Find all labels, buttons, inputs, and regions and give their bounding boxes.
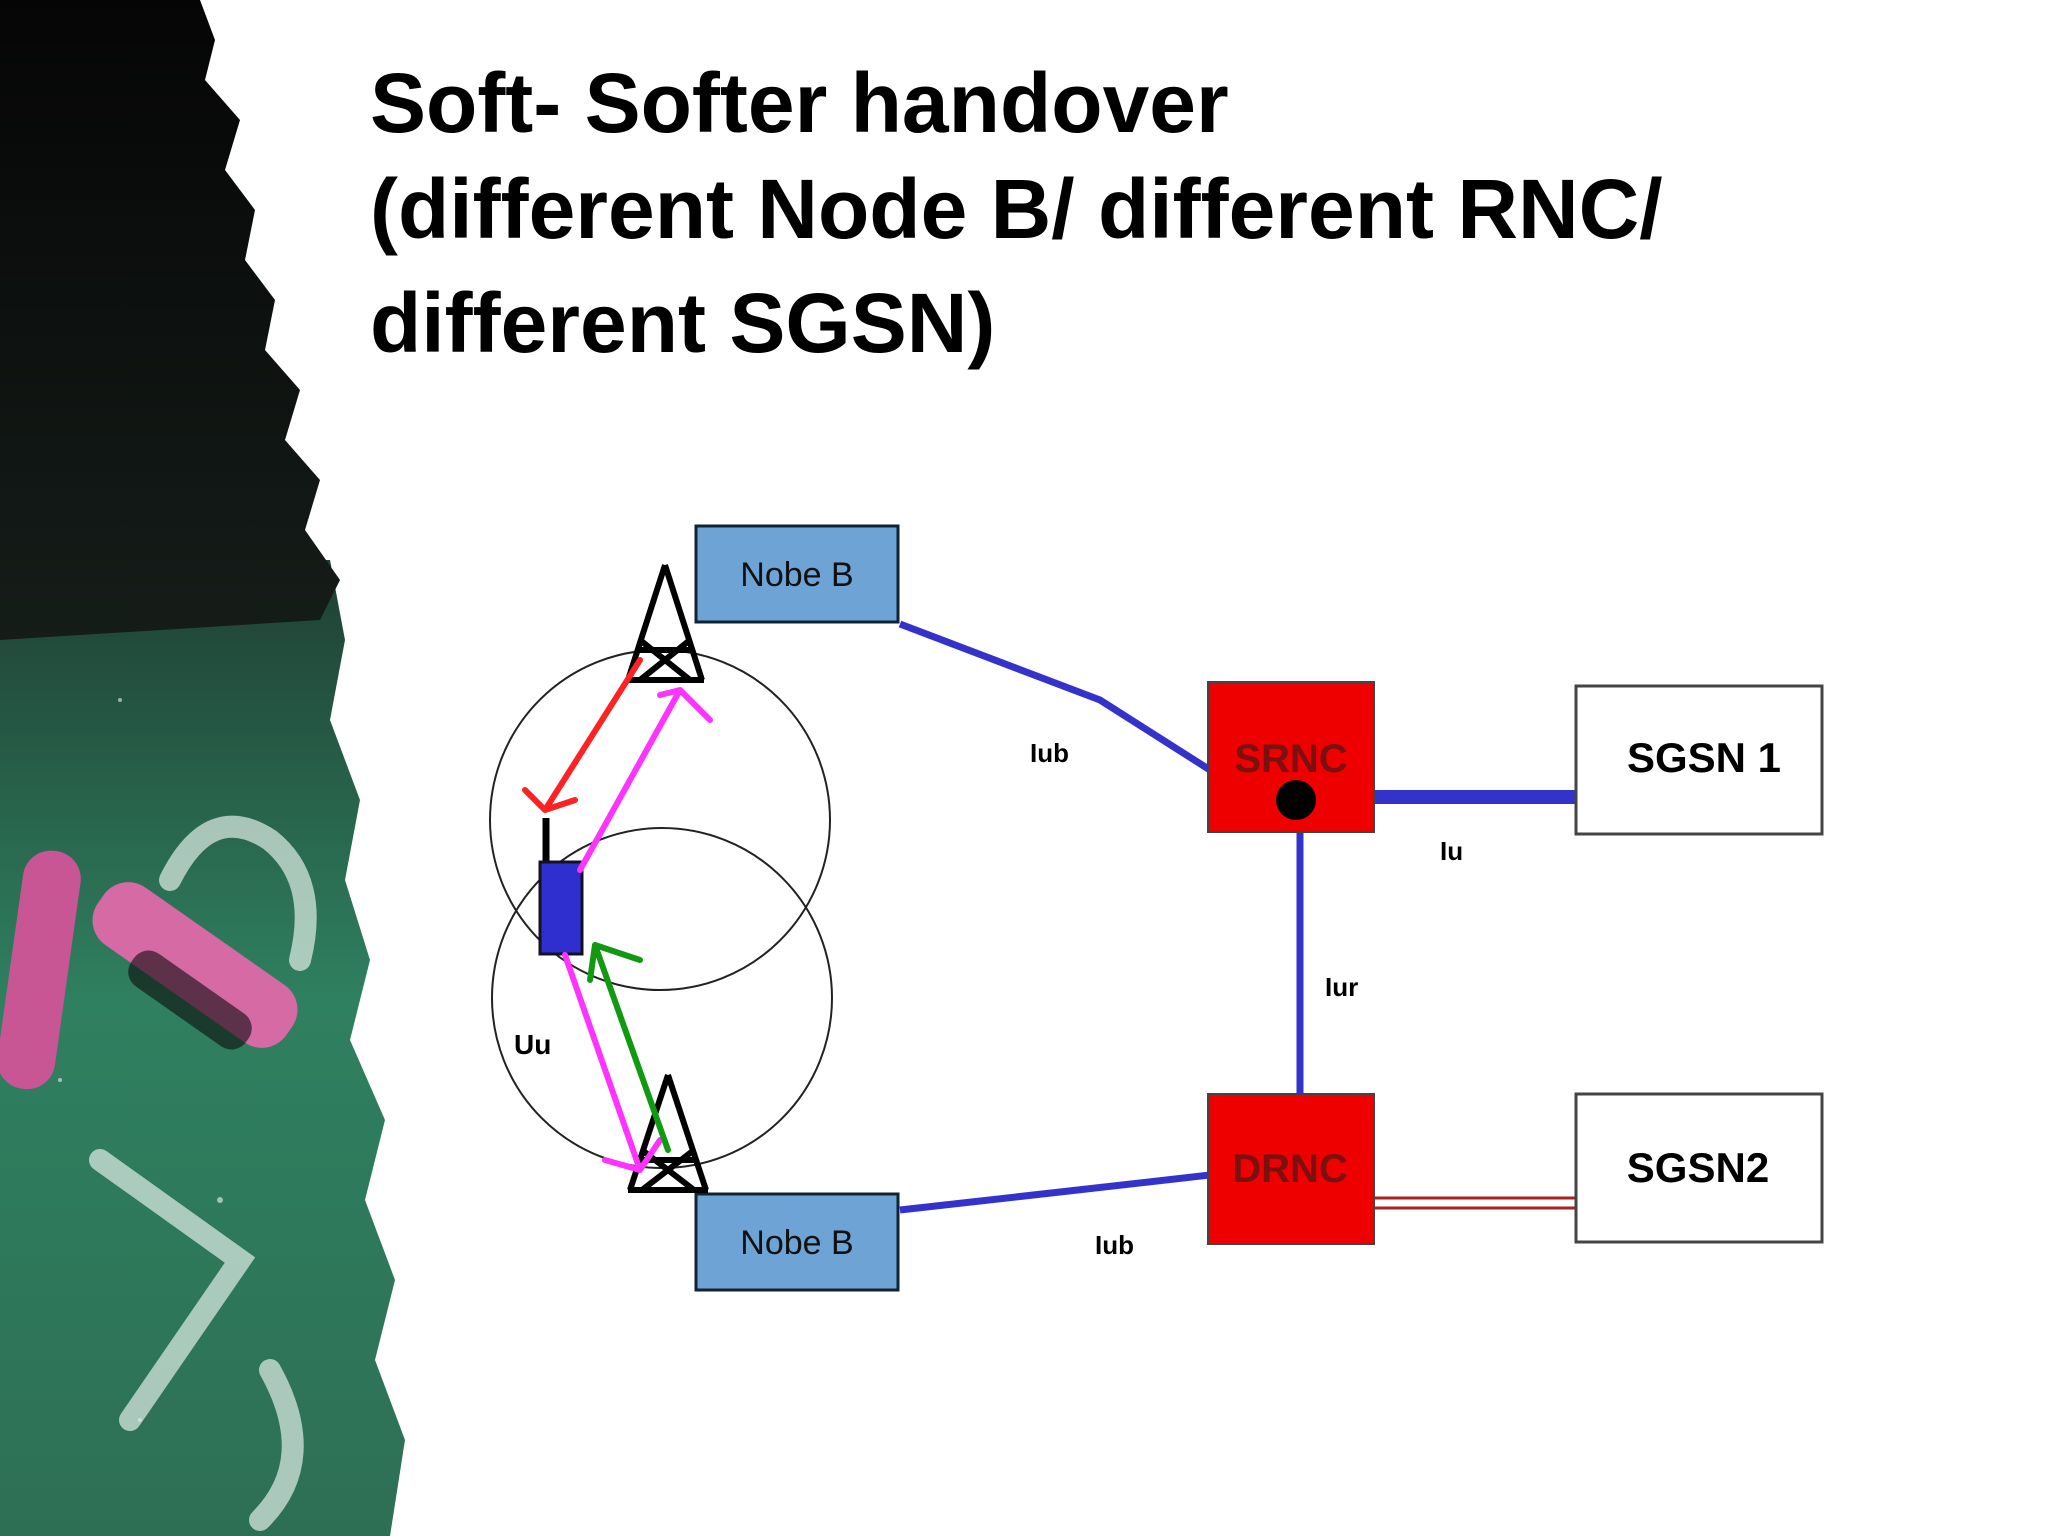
drnc-label: DRNC <box>1232 1147 1348 1191</box>
sgsn1-label: SGSN 1 <box>1627 734 1781 781</box>
chalk-dust <box>58 57 412 1422</box>
iur-link <box>1248 805 1304 1122</box>
antenna-tower-top-icon <box>625 564 705 683</box>
radio-arrows <box>522 657 713 1173</box>
magenta-downlink-arrow-bottom <box>562 952 663 1173</box>
node-b-top-label: Nobe B <box>740 556 853 594</box>
magenta-uplink-arrow-top <box>577 687 713 873</box>
iub-bottom-label: Iub <box>1095 1230 1134 1260</box>
iu-label: Iu <box>1440 836 1463 866</box>
sgsn2-label: SGSN2 <box>1627 1144 1769 1191</box>
chalkboard-green-area <box>0 560 405 1536</box>
chalkboard-dark-area <box>0 0 340 640</box>
slide-title: Soft- Softer handover (different Node B/… <box>370 50 1970 376</box>
sgsn2-box[interactable] <box>1574 1092 1824 1244</box>
title-line-1: Soft- Softer handover <box>370 56 1229 150</box>
iur-label: Iur <box>1325 972 1358 1002</box>
green-uplink-arrow <box>587 942 671 1153</box>
node-b-bottom-box[interactable] <box>694 1192 900 1292</box>
drnc-box[interactable] <box>1207 1093 1375 1245</box>
srnc-label: SRNC <box>1234 737 1347 781</box>
title-line-3: different SGSN) <box>370 276 996 370</box>
uu-label: Uu <box>514 1029 551 1060</box>
node-b-top-box[interactable] <box>694 524 900 624</box>
srnc-junction-dot <box>1276 780 1316 820</box>
node-b-bottom-label: Nobe B <box>740 1224 853 1262</box>
antenna-tower-bottom-icon <box>627 1074 709 1193</box>
sgsn1-box[interactable] <box>1574 684 1824 836</box>
chalk-scribbles <box>89 815 317 1531</box>
user-equipment-icon <box>538 860 584 956</box>
title-line-2: (different Node B/ different RNC/ <box>370 162 1663 256</box>
pink-chalk-sticks <box>0 850 298 1090</box>
red-downlink-arrow <box>522 657 643 813</box>
iub-top-label: Iub <box>1030 738 1069 768</box>
